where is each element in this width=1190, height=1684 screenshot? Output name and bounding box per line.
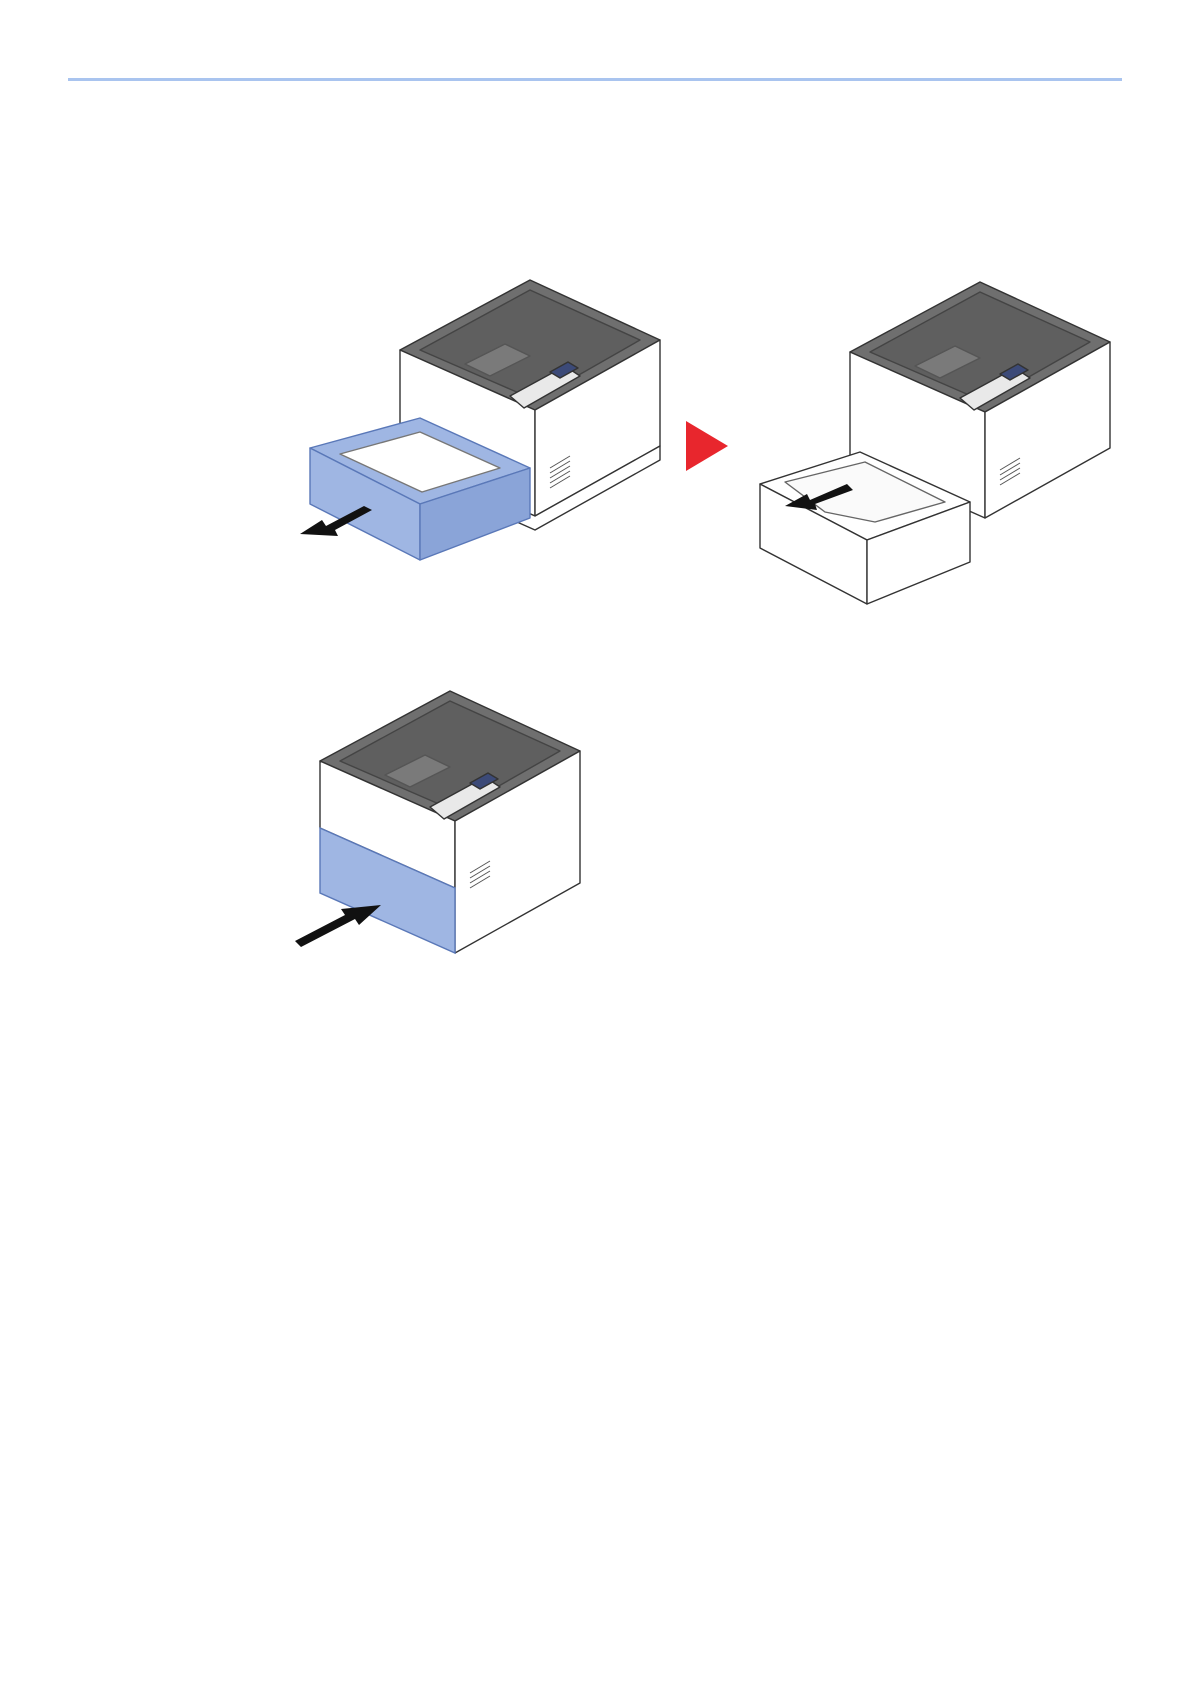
printer-tray-pushed-in-illustration — [295, 683, 595, 973]
header-rule — [68, 78, 1122, 81]
printer-remove-jammed-paper-illustration — [755, 272, 1115, 617]
black-arrow-icon — [295, 905, 381, 947]
red-triangle-arrow-icon — [686, 421, 728, 471]
printer-tray-pulled-out-illustration — [300, 268, 670, 616]
